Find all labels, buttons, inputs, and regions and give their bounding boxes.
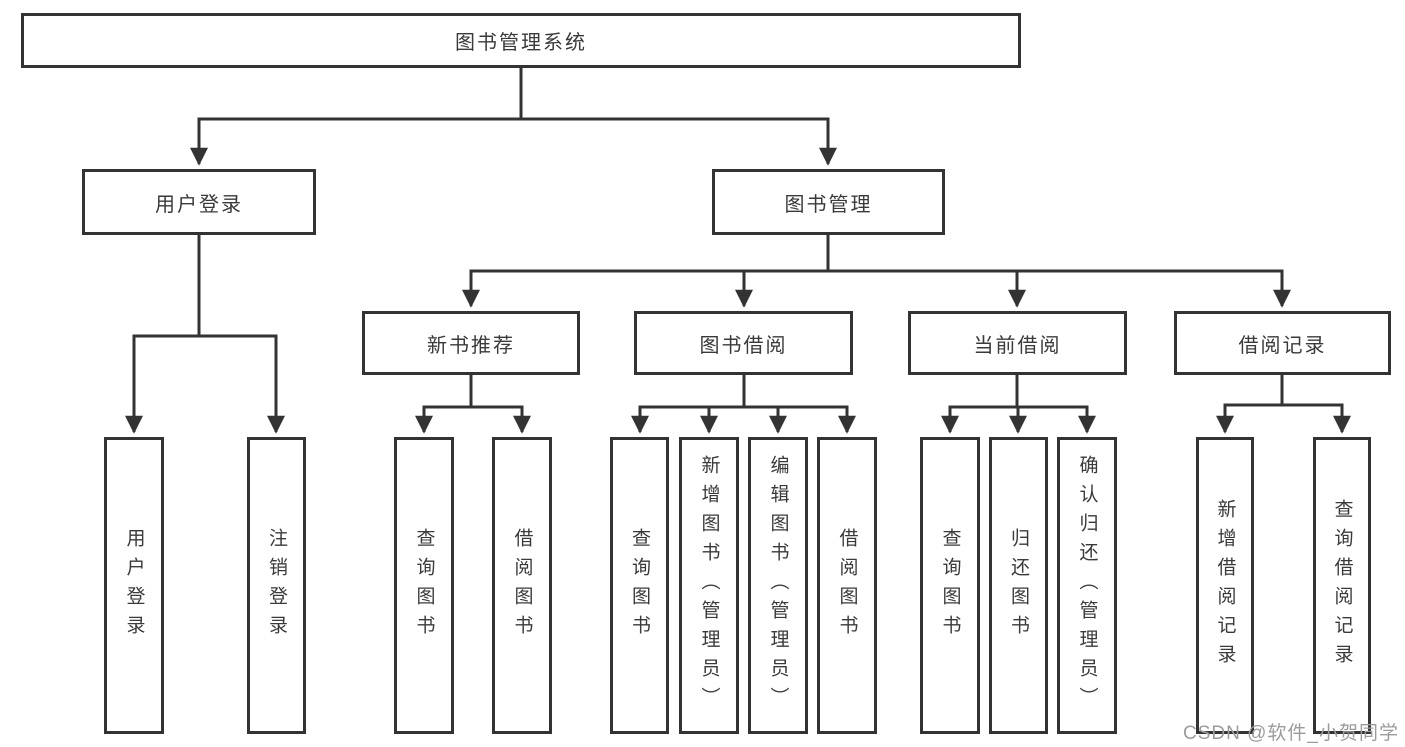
node-book-borrowing: 图书借阅 (634, 311, 853, 375)
node-current-borrowing: 当前借阅 (908, 311, 1127, 375)
node-new-book-recommendation: 新书推荐 (362, 311, 580, 375)
leaf-logout: 注销登录 (247, 437, 306, 734)
leaf-recommend-query-books: 查询图书 (394, 437, 454, 734)
leaf-borrow-books: 借阅图书 (817, 437, 877, 734)
node-library-management-system: 图书管理系统 (21, 13, 1021, 68)
leaf-add-borrow-record: 新增借阅记录 (1196, 437, 1254, 734)
leaf-edit-books-admin: 编辑图书（管理员） (748, 437, 808, 734)
node-book-management: 图书管理 (712, 169, 945, 235)
leaf-user-login: 用户登录 (104, 437, 164, 734)
leaf-add-books-admin: 新增图书（管理员） (679, 437, 739, 734)
leaf-borrow-query-books: 查询图书 (610, 437, 669, 734)
leaf-recommend-borrow-books: 借阅图书 (492, 437, 552, 734)
node-user-login: 用户登录 (82, 169, 316, 235)
leaf-query-borrow-record: 查询借阅记录 (1313, 437, 1371, 734)
leaf-return-books: 归还图书 (989, 437, 1048, 734)
csdn-watermark: CSDN @软件_小贺同学 (1183, 723, 1399, 744)
leaf-confirm-return-admin: 确认归还（管理员） (1057, 437, 1117, 734)
leaf-current-query-books: 查询图书 (920, 437, 980, 734)
node-borrowing-records: 借阅记录 (1174, 311, 1391, 375)
